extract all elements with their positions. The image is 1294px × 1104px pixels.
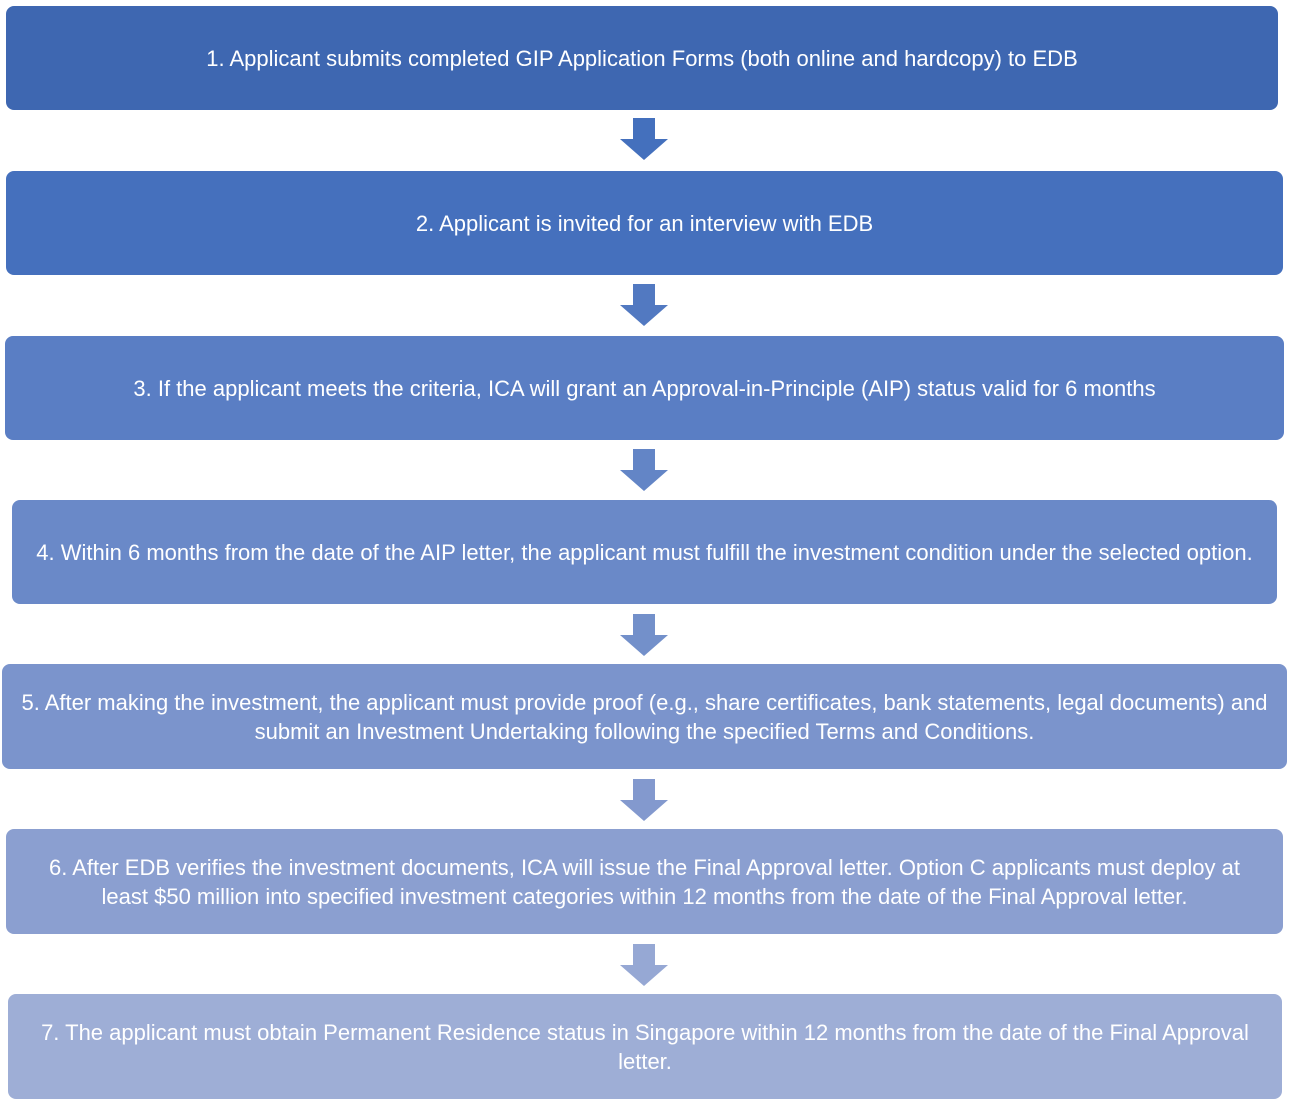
step-7-box: 7. The applicant must obtain Permanent R… [8, 994, 1282, 1099]
down-arrow-icon [620, 449, 668, 491]
step-7-text: 7. The applicant must obtain Permanent R… [41, 1019, 1249, 1074]
step-4-text: 4. Within 6 months from the date of the … [36, 539, 1253, 565]
down-arrow-icon [620, 779, 668, 821]
down-arrow-icon [620, 118, 668, 160]
step-6-box: 6. After EDB verifies the investment doc… [6, 829, 1283, 934]
step-1-box: 1. Applicant submits completed GIP Appli… [6, 6, 1278, 110]
step-2-box: 2. Applicant is invited for an interview… [6, 171, 1283, 275]
down-arrow-icon [620, 284, 668, 326]
step-5-text: 5. After making the investment, the appl… [21, 689, 1268, 744]
step-4-box: 4. Within 6 months from the date of the … [12, 500, 1277, 604]
down-arrow-icon [620, 944, 668, 986]
step-2-text: 2. Applicant is invited for an interview… [415, 210, 874, 236]
step-5-box: 5. After making the investment, the appl… [2, 664, 1287, 769]
down-arrow-icon [620, 614, 668, 656]
step-6-text: 6. After EDB verifies the investment doc… [48, 854, 1241, 909]
step-1-text: 1. Applicant submits completed GIP Appli… [206, 45, 1078, 71]
step-3-box: 3. If the applicant meets the criteria, … [5, 336, 1284, 440]
step-3-text: 3. If the applicant meets the criteria, … [133, 375, 1156, 401]
